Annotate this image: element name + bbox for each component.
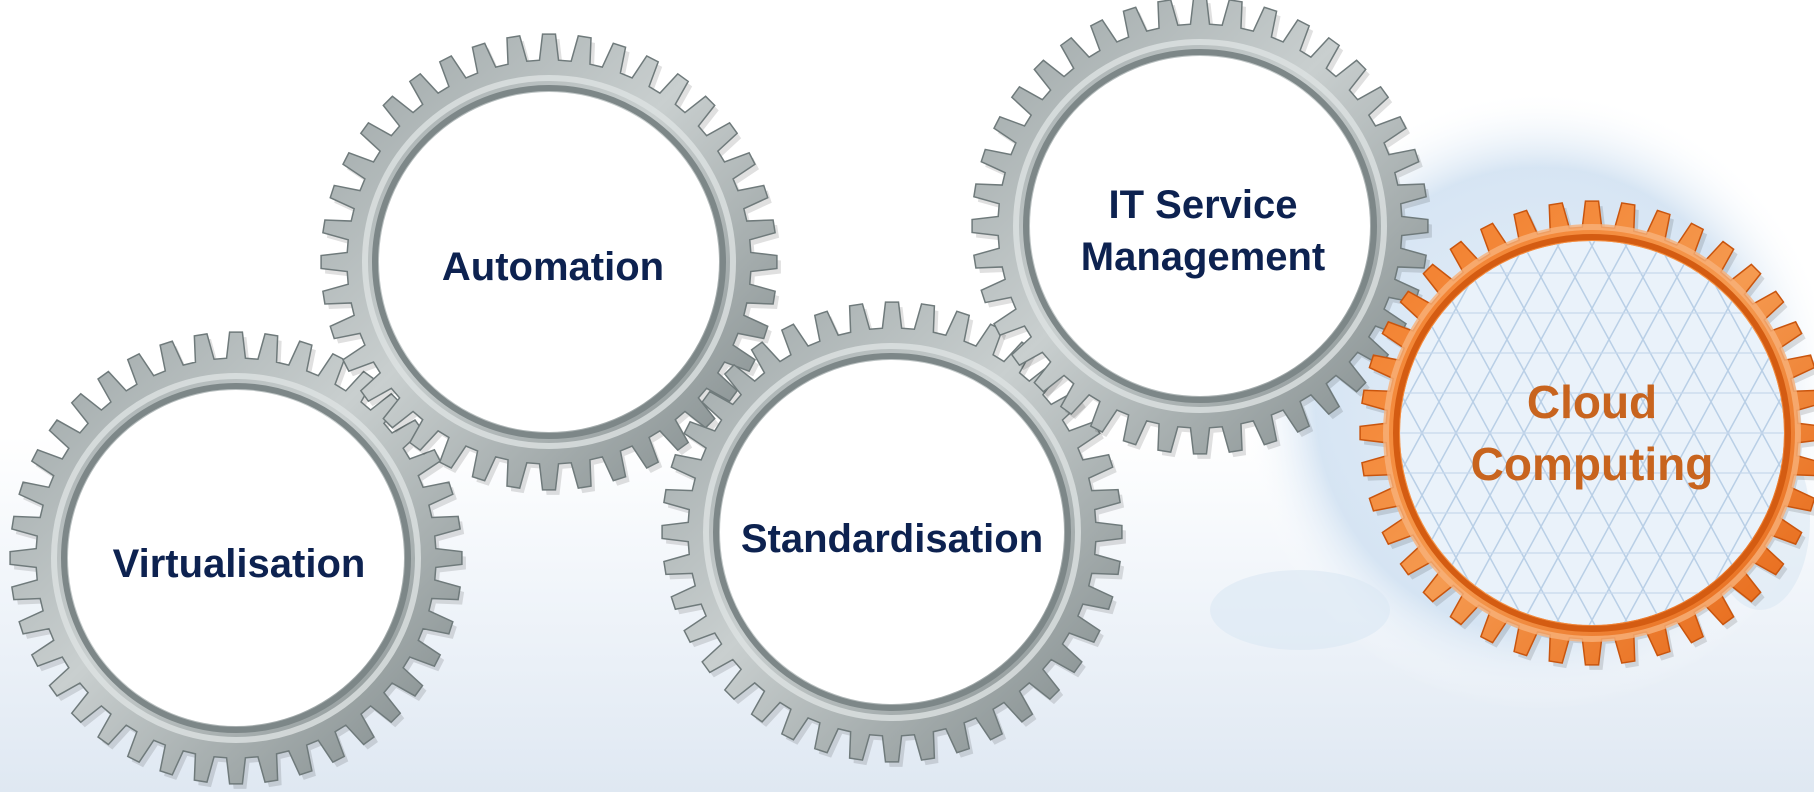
gear-rim-shade <box>372 85 726 439</box>
gear-automation <box>320 33 781 495</box>
gear-label-line: Management <box>1080 235 1326 279</box>
gear-rim-highlight <box>362 75 736 449</box>
gear-it-service-management <box>971 0 1432 459</box>
gear-label-line: Standardisation <box>740 517 1044 561</box>
gear-label-line: Virtualisation <box>112 542 366 586</box>
gear-rim-highlight <box>703 343 1081 721</box>
gear-label-standardisation: Standardisation <box>741 513 1043 565</box>
gear-standardisation <box>661 301 1126 767</box>
gear-rim-shade <box>713 353 1071 711</box>
gear-label-line: Computing <box>1470 438 1714 490</box>
gear-face <box>1030 56 1370 396</box>
gear-face <box>720 360 1064 704</box>
gear-rim-shade <box>1393 234 1791 632</box>
gear-label-cloud-computing: Cloud Computing <box>1471 371 1714 495</box>
gear-cloud-computing <box>1359 200 1814 670</box>
gear-face <box>379 92 719 432</box>
gear-rim-shade <box>61 383 411 733</box>
gear-rim-highlight <box>1013 39 1387 413</box>
gear-label-it-service-management: IT Service Management <box>1081 179 1326 283</box>
gear-virtualisation <box>9 331 466 789</box>
gear-rim-highlight <box>51 373 421 743</box>
gear-label-line: IT Service <box>1108 183 1298 227</box>
gear-face <box>68 390 404 726</box>
gear-rim-shade <box>1023 49 1377 403</box>
gear-label-virtualisation: Virtualisation <box>113 538 366 590</box>
gear-rim-highlight <box>1383 224 1801 642</box>
gear-label-automation: Automation <box>442 241 664 293</box>
gear-label-line: Automation <box>441 245 665 289</box>
gear-label-line: Cloud <box>1526 376 1658 428</box>
